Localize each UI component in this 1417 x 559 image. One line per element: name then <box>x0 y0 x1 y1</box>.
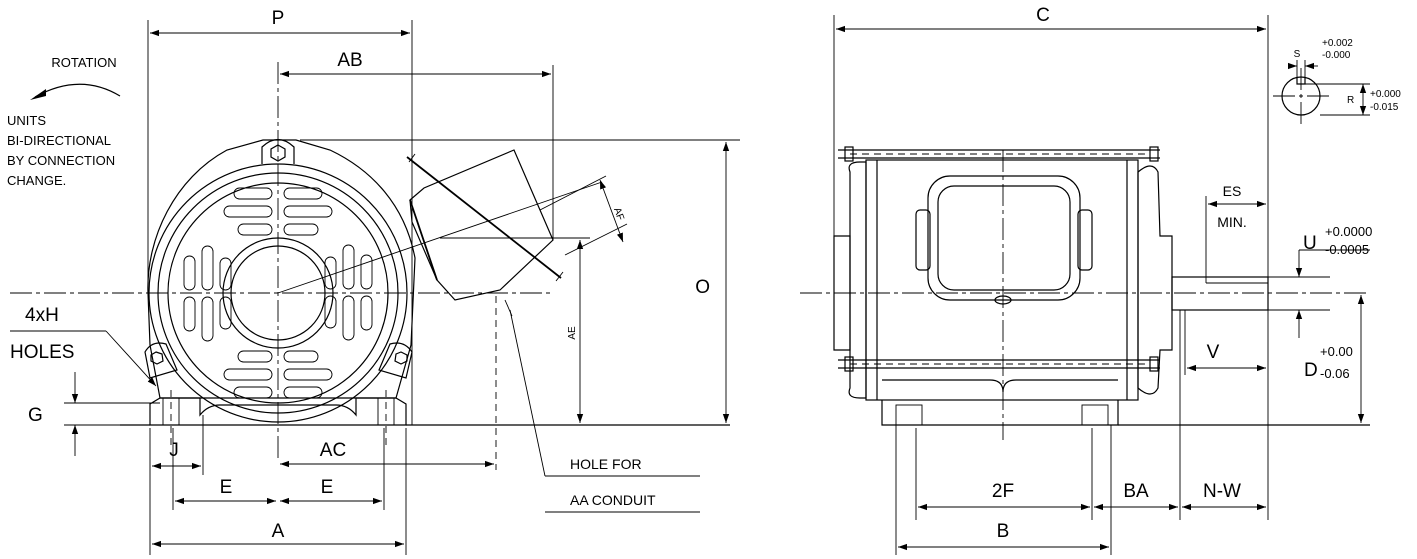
conduit-label-2: AA CONDUIT <box>570 492 656 508</box>
dim-2F-label: 2F <box>992 481 1014 502</box>
dim-E-right-label: E <box>321 477 334 498</box>
dim-BA-label: BA <box>1123 481 1149 502</box>
dim-AB-label: AB <box>337 50 362 71</box>
front-end-bracket <box>1137 165 1173 395</box>
dim-U-label: U <box>1303 233 1317 254</box>
dim-AF-label: AF <box>611 206 626 222</box>
dim-G-label: G <box>28 405 43 426</box>
shaft-key-detail: S +0.002 -0.000 R +0.000 -0.015 <box>1273 38 1401 124</box>
ventilation-slots <box>183 187 373 399</box>
rotation-indicator: ROTATION <box>30 55 121 100</box>
right-lug <box>378 342 413 379</box>
u-tol-plus: +0.0000 <box>1325 224 1372 239</box>
motor-frame <box>838 146 1160 401</box>
dim-E-left-label: E <box>220 477 233 498</box>
conduit-label-1: HOLE FOR <box>570 456 642 472</box>
dim-AE-label: AE <box>567 326 578 340</box>
s-tol-minus: -0.000 <box>1322 50 1351 61</box>
u-tol-minus: -0.0005 <box>1325 242 1369 257</box>
left-lug <box>144 342 178 379</box>
es-min-label: MIN. <box>1217 214 1247 230</box>
dim-B-label: B <box>997 521 1010 542</box>
rotation-label: ROTATION <box>51 55 116 70</box>
d-tol-minus: -0.06 <box>1320 366 1350 381</box>
dim-R-label: R <box>1347 95 1354 106</box>
units-note-line-4: CHANGE. <box>7 173 66 188</box>
r-tol-minus: -0.015 <box>1370 102 1399 113</box>
dim-ES-label: ES <box>1223 183 1242 199</box>
units-note-line-2: BI-DIRECTIONAL <box>7 133 111 148</box>
dim-D-label: D <box>1304 360 1318 381</box>
dim-S-label: S <box>1294 49 1301 60</box>
dim-V-label: V <box>1207 342 1220 363</box>
front-view: ROTATION UNITS BI-DIRECTIONAL BY CONNECT… <box>7 8 740 555</box>
s-tol-plus: +0.002 <box>1322 38 1353 49</box>
side-view: C ES MIN. U +0.0000 -0.0005 D +0.00 -0.0… <box>800 5 1372 555</box>
units-note-line-1: UNITS <box>7 113 46 128</box>
holes-label-2: HOLES <box>10 342 74 363</box>
units-note-line-3: BY CONNECTION <box>7 153 115 168</box>
conduit-box <box>277 149 603 301</box>
shaft <box>1171 276 1330 311</box>
motor-feet <box>120 390 730 445</box>
side-feet <box>881 379 1370 426</box>
dim-NW-label: N-W <box>1203 481 1241 502</box>
dim-AC-label: AC <box>320 440 346 461</box>
dim-A-label: A <box>272 521 285 542</box>
dim-C-label: C <box>1036 5 1050 26</box>
dim-O-label: O <box>695 277 710 298</box>
r-tol-plus: +0.000 <box>1370 89 1401 100</box>
holes-label-1: 4xH <box>25 305 59 326</box>
rear-end-cover <box>833 161 867 399</box>
dim-P-label: P <box>272 8 285 29</box>
dim-J-label: J <box>169 440 179 461</box>
d-tol-plus: +0.00 <box>1320 344 1353 359</box>
top-lug <box>261 138 295 164</box>
motor-end-bell <box>147 139 416 423</box>
conduit-box-side <box>915 175 1093 305</box>
